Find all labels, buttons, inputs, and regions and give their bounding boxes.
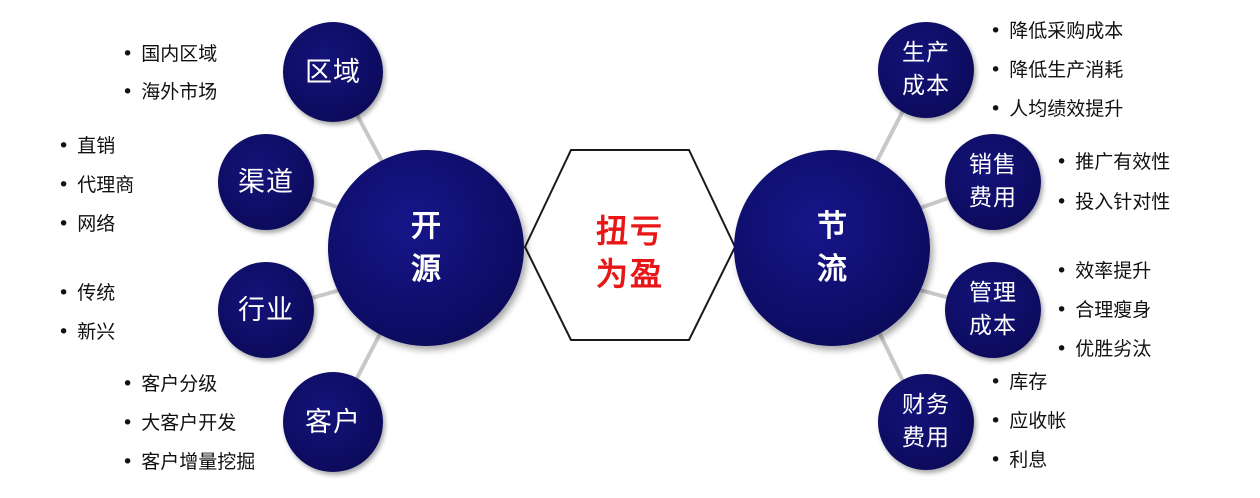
list-item: 人均绩效提升 xyxy=(990,90,1123,129)
list-item: 传统 xyxy=(58,274,115,313)
node-qudao: 渠道 xyxy=(218,134,314,230)
node-xiaoshou-feiyong: 销售 费用 xyxy=(945,134,1041,230)
list-item: 应收帐 xyxy=(990,402,1066,441)
list-item: 国内区域 xyxy=(122,35,217,73)
node-xiaoshou-line2: 费用 xyxy=(969,185,1017,211)
node-qudao-label: 渠道 xyxy=(238,166,294,198)
list-shengchan: 降低采购成本 降低生产消耗 人均绩效提升 xyxy=(990,12,1123,129)
list-xiaoshou: 推广有效性 投入针对性 xyxy=(1056,142,1170,222)
hub-jieliu: 节 流 xyxy=(734,150,930,346)
list-item: 降低采购成本 xyxy=(990,12,1123,51)
list-kehu: 客户分级 大客户开发 客户增量挖掘 xyxy=(122,365,255,482)
list-item: 新兴 xyxy=(58,313,115,352)
node-quyu-label: 区域 xyxy=(305,56,361,88)
list-qudao: 直销 代理商 网络 xyxy=(58,127,134,244)
list-item: 投入针对性 xyxy=(1056,182,1170,222)
list-item: 推广有效性 xyxy=(1056,142,1170,182)
node-hangye: 行业 xyxy=(218,262,314,358)
list-item: 网络 xyxy=(58,205,134,244)
center-title-line1: 扭亏 xyxy=(595,212,664,250)
hub-jieliu-line1: 节 xyxy=(817,208,847,244)
list-item: 优胜劣汰 xyxy=(1056,330,1151,369)
node-hangye-label: 行业 xyxy=(238,294,294,326)
node-shengchan-line2: 成本 xyxy=(902,73,950,99)
list-hangye: 传统 新兴 xyxy=(58,274,115,352)
list-item: 海外市场 xyxy=(122,73,217,111)
hub-kaiyuan-line1: 开 xyxy=(411,208,441,244)
node-shengchan-line1: 生产 xyxy=(902,39,950,66)
list-quyu: 国内区域 海外市场 xyxy=(122,35,217,111)
list-item: 直销 xyxy=(58,127,134,166)
node-caiwu-line1: 财务 xyxy=(902,391,950,418)
node-quyu: 区域 xyxy=(283,22,383,122)
hub-jieliu-line2: 流 xyxy=(817,252,847,287)
list-item: 大客户开发 xyxy=(122,404,255,443)
list-item: 合理瘦身 xyxy=(1056,291,1151,330)
center-title-line2: 为盈 xyxy=(595,255,664,294)
center-title: 扭亏 为盈 xyxy=(525,210,735,296)
list-item: 库存 xyxy=(990,363,1066,402)
list-guanli: 效率提升 合理瘦身 优胜劣汰 xyxy=(1056,252,1151,369)
node-xiaoshou-line1: 销售 xyxy=(969,151,1017,178)
node-shengchan-chengben: 生产 成本 xyxy=(878,22,974,118)
hub-kaiyuan-line2: 源 xyxy=(411,252,441,287)
node-guanli-line1: 管理 xyxy=(969,279,1017,306)
list-item: 客户分级 xyxy=(122,365,255,404)
list-item: 降低生产消耗 xyxy=(990,51,1123,90)
hub-kaiyuan: 开 源 xyxy=(328,150,524,346)
node-guanli-chengben: 管理 成本 xyxy=(945,262,1041,358)
node-caiwu-feiyong: 财务 费用 xyxy=(878,374,974,470)
list-item: 客户增量挖掘 xyxy=(122,443,255,482)
node-caiwu-line2: 费用 xyxy=(902,425,950,451)
list-item: 利息 xyxy=(990,441,1066,480)
list-caiwu: 库存 应收帐 利息 xyxy=(990,363,1066,480)
list-item: 效率提升 xyxy=(1056,252,1151,291)
node-kehu: 客户 xyxy=(283,372,383,472)
node-kehu-label: 客户 xyxy=(305,406,361,438)
node-guanli-line2: 成本 xyxy=(969,313,1017,339)
list-item: 代理商 xyxy=(58,166,134,205)
